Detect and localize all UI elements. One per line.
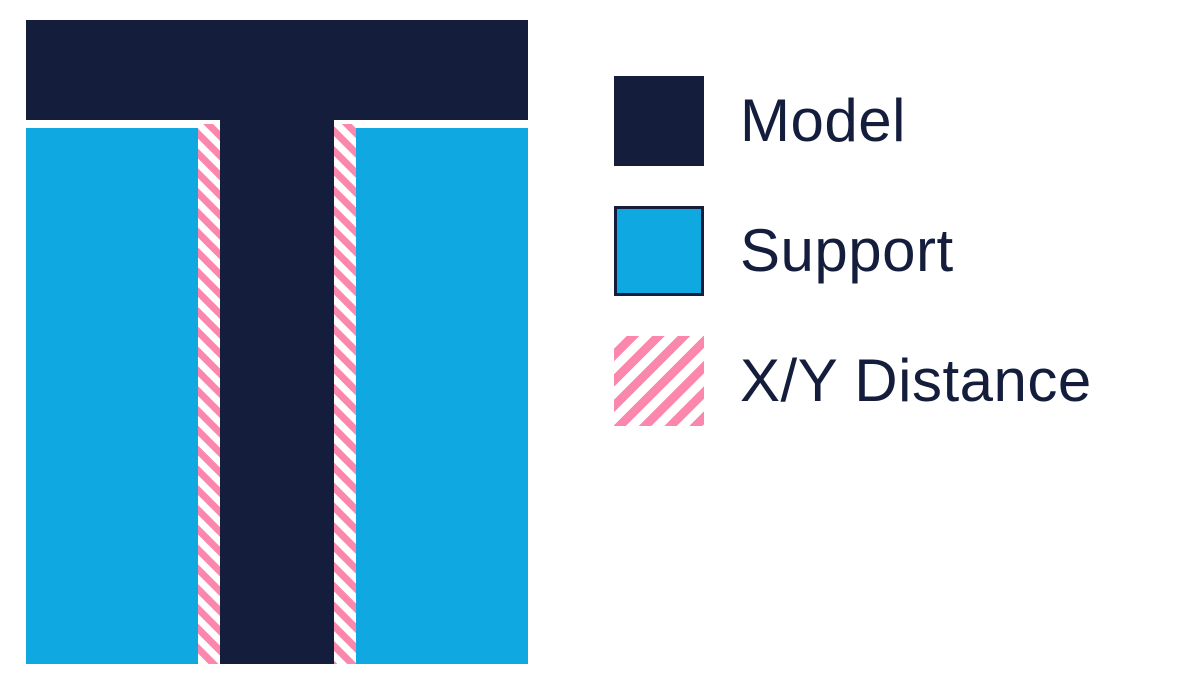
support-block-left bbox=[26, 128, 198, 664]
legend-item-xy-distance: X/Y Distance bbox=[614, 336, 1174, 426]
legend: Model Support X/Y Distance bbox=[614, 76, 1174, 426]
model-stem bbox=[220, 120, 334, 664]
support-distance-diagram bbox=[26, 20, 528, 664]
xy-distance-gap-left bbox=[198, 124, 220, 664]
model-swatch-icon bbox=[614, 76, 704, 166]
xy-distance-gap-right bbox=[334, 124, 356, 664]
legend-item-model: Model bbox=[614, 76, 1174, 166]
support-swatch-icon bbox=[614, 206, 704, 296]
legend-item-support: Support bbox=[614, 206, 1174, 296]
xy-distance-swatch-icon bbox=[614, 336, 704, 426]
legend-label-model: Model bbox=[740, 87, 906, 154]
legend-label-support: Support bbox=[740, 217, 954, 284]
legend-label-xy-distance: X/Y Distance bbox=[740, 347, 1092, 414]
support-block-right bbox=[356, 128, 528, 664]
model-top-bar bbox=[26, 20, 528, 120]
